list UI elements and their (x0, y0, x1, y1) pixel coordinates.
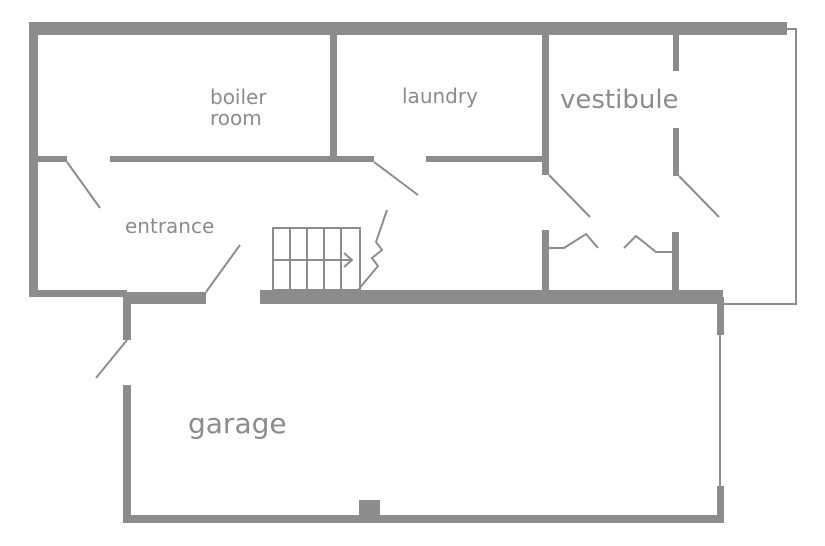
wall-garage-left-top (123, 292, 131, 340)
door-vestibule-right (678, 175, 720, 218)
wall-boiler-bottom-left (38, 156, 67, 162)
walls (29, 22, 787, 523)
wall-vestibule-inner-top (673, 35, 679, 71)
wall-boiler-laundry (330, 35, 337, 159)
vestibule-outer-wall (724, 28, 797, 305)
wall-garage-left-bottom (123, 385, 131, 523)
wall-boiler-bottom-right (110, 156, 338, 162)
door-entrance (205, 244, 241, 293)
laundry-label: laundry (402, 84, 478, 108)
wall-garage-right-top (717, 297, 724, 335)
wall-closet-left (542, 230, 549, 297)
wall-garage-bottom (123, 515, 724, 523)
thin-lines (33, 28, 797, 486)
wall-garage-right-bottom (717, 486, 724, 523)
wall-vestibule-lower (542, 160, 549, 175)
stairs (272, 209, 388, 291)
garage-door-pier (359, 500, 380, 523)
garage-label: garage (188, 407, 287, 440)
stair-break (357, 209, 388, 291)
wall-vestibule-inner-mid (673, 128, 679, 176)
wall-entrance-bottom (29, 290, 127, 297)
wall-closet-right (672, 232, 679, 297)
boiler-room-label-line2: room (210, 106, 262, 130)
closet-door-right (623, 234, 672, 253)
door-boiler (66, 161, 101, 209)
entrance-label: entrance (125, 214, 215, 238)
door-garage-side (95, 339, 128, 379)
wall-laundry-bottom-right (426, 156, 549, 162)
wall-top (29, 22, 787, 35)
boiler-room-label: boiler room (210, 87, 267, 129)
wall-left (29, 22, 38, 297)
door-laundry (373, 161, 419, 196)
wall-laundry-vestibule (542, 35, 549, 160)
wall-garage-top-right (260, 290, 723, 304)
door-vestibule-left (548, 174, 591, 218)
wall-garage-top-left (123, 292, 206, 304)
boiler-room-label-line1: boiler (210, 85, 267, 109)
closet-door-left (549, 232, 599, 249)
vestibule-label: vestibule (560, 85, 679, 115)
wall-laundry-bottom-left (337, 156, 374, 162)
